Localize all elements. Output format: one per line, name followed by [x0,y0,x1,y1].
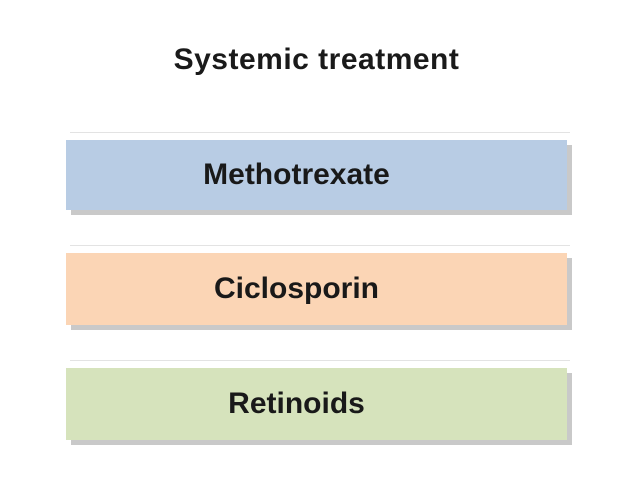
treatment-box-ciclosporin: Ciclosporin [66,245,570,325]
slide-title: Systemic treatment [173,43,460,76]
treatment-box-label: Ciclosporin [213,272,379,305]
treatment-box-label: Retinoids [228,387,365,420]
treatment-box-retinoids: Retinoids [66,360,570,440]
treatment-box-methotrexate: Methotrexate [66,132,570,210]
treatment-box-label: Methotrexate [203,158,390,191]
